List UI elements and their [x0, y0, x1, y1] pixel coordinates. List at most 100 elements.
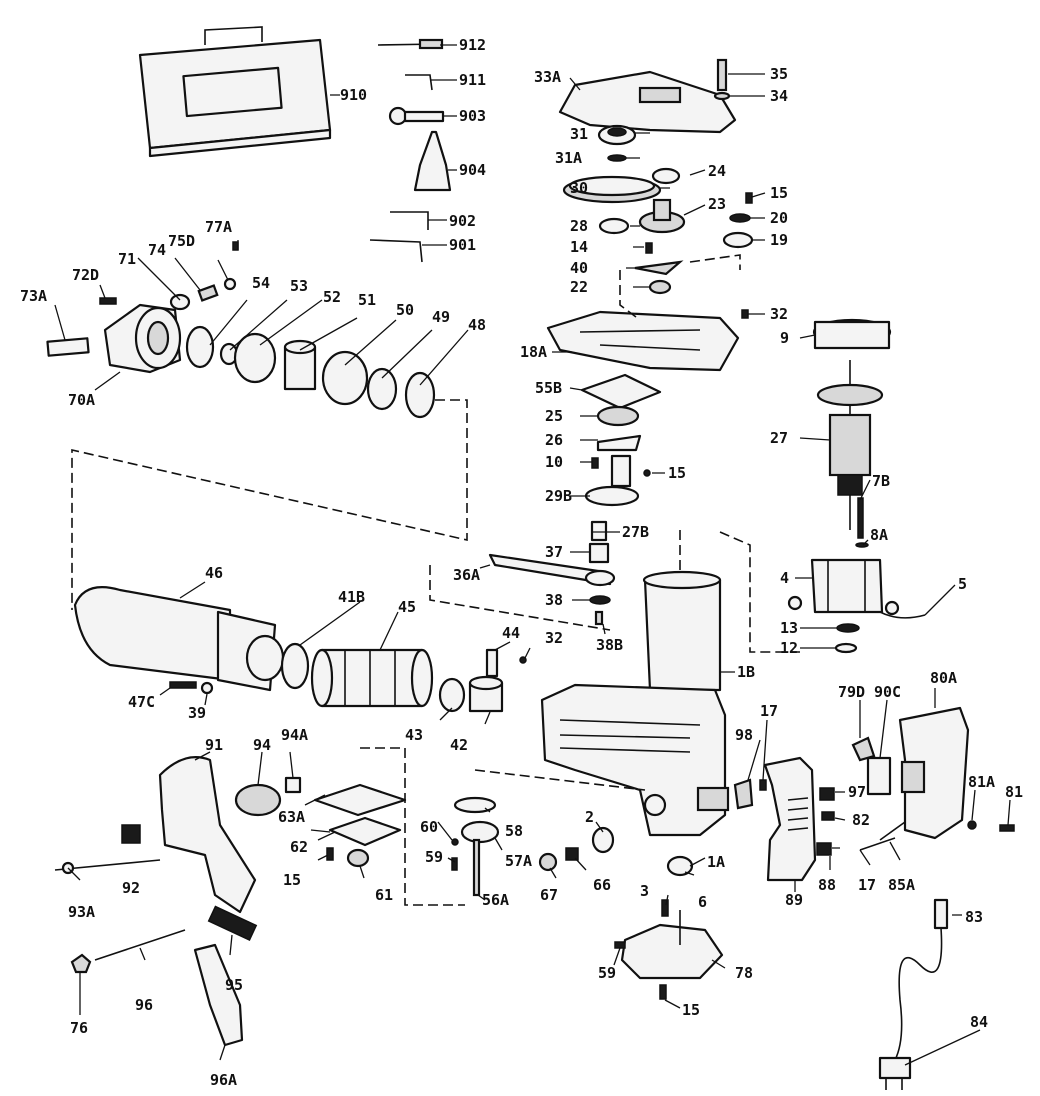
grip-96A: [193, 943, 244, 1047]
label-79D: 79D: [838, 683, 865, 701]
spring-95: [207, 905, 258, 941]
label-32-top: 32: [770, 305, 788, 323]
label-36A: 36A: [453, 566, 480, 584]
label-901: 901: [449, 236, 476, 254]
bolt-73A: [46, 337, 90, 357]
label-92: 92: [122, 879, 140, 897]
label-26: 26: [545, 431, 563, 449]
screw-38B: [594, 610, 604, 626]
label-46: 46: [205, 564, 223, 582]
label-59-base: 59: [598, 964, 616, 982]
plate-40: [634, 260, 684, 276]
label-18A: 18A: [520, 343, 547, 361]
rod-56A: [472, 838, 481, 897]
label-912: 912: [459, 36, 486, 54]
sleeve-51: [283, 339, 317, 391]
cylinder-45: [310, 648, 434, 708]
base-78: [620, 910, 724, 980]
label-15-top: 15: [770, 184, 788, 202]
label-95: 95: [225, 976, 243, 994]
switch-79D: [851, 736, 876, 762]
tool-912: [377, 38, 444, 50]
label-88: 88: [818, 876, 836, 894]
spring-88: [816, 842, 832, 856]
label-76: 76: [70, 1019, 88, 1037]
label-32-mid: 32: [545, 629, 563, 647]
screw-7B: [857, 497, 864, 539]
label-51: 51: [358, 291, 376, 309]
label-9: 9: [780, 329, 789, 347]
assembly-line-front: [71, 399, 468, 610]
label-14: 14: [570, 238, 588, 256]
pin-44: [485, 648, 499, 678]
label-74: 74: [148, 241, 166, 259]
clamp-94: [234, 783, 282, 817]
ring-49: [366, 367, 398, 411]
label-97: 97: [848, 783, 866, 801]
assembly-line-base: [360, 747, 465, 906]
screw-15-base: [659, 984, 667, 1000]
ring-77A: [223, 241, 239, 291]
label-34: 34: [770, 87, 788, 105]
label-6: 6: [698, 893, 707, 911]
label-10: 27: [770, 429, 788, 447]
label-31: 31: [570, 125, 588, 143]
label-71: 71: [118, 250, 136, 268]
label-59-low: 59: [425, 848, 443, 866]
screw-59-base: [614, 941, 626, 949]
part-labels: 912 911 910 903 904 902 901 33A 35 34 31…: [20, 36, 1023, 1089]
label-7B: 7B: [872, 472, 890, 490]
label-75D: 75D: [168, 232, 195, 250]
screw-15-mid: [591, 457, 599, 469]
wire-17-low: [859, 837, 896, 851]
armature-10: [816, 360, 884, 530]
fan-cover-9: [812, 318, 892, 350]
label-15-base: 15: [682, 1001, 700, 1019]
label-72D: 72D: [72, 266, 99, 284]
label-96: 96: [135, 996, 153, 1014]
label-20: 20: [770, 209, 788, 227]
ring-43: [438, 677, 466, 713]
washer-20: [729, 213, 751, 223]
assembly-line-gear: [619, 254, 741, 321]
label-49: 49: [432, 308, 450, 326]
label-58: 58: [505, 822, 523, 840]
label-91: 91: [205, 736, 223, 754]
label-54: 54: [252, 274, 270, 292]
bearing-24: [651, 167, 681, 185]
crankshaft-27: [584, 454, 640, 507]
bearing-22: [648, 279, 672, 295]
label-25: 25: [545, 407, 563, 425]
washer-39: [200, 681, 214, 695]
label-66: 66: [593, 876, 611, 894]
label-57A: 57A: [505, 852, 532, 870]
label-12: 12: [780, 639, 798, 657]
label-903: 903: [459, 107, 486, 125]
label-1B: 1B: [737, 663, 755, 681]
nut-94A: [284, 776, 302, 794]
washer-6: [666, 855, 694, 877]
washer-34: [713, 91, 731, 101]
label-3: 3: [640, 882, 649, 900]
label-40: 40: [570, 259, 588, 277]
label-62: 62: [290, 838, 308, 856]
label-93A: 93A: [68, 903, 95, 921]
screw-14: [645, 242, 653, 254]
label-2: 2: [585, 808, 594, 826]
label-50: 50: [396, 301, 414, 319]
label-911: 911: [459, 71, 486, 89]
screw-15-low: [326, 847, 334, 861]
field-coil-4: [810, 558, 884, 614]
label-81A: 81A: [968, 773, 995, 791]
cap-67: [538, 852, 558, 872]
bolt-47C: [169, 681, 197, 689]
label-48: 48: [468, 316, 486, 334]
top-cover-33A: [558, 70, 737, 134]
label-15-low: 15: [283, 871, 301, 889]
ring-41B: [280, 642, 310, 690]
label-80A: 80A: [930, 669, 957, 687]
label-55B: 55B: [535, 379, 562, 397]
gasket-63A: [313, 783, 407, 817]
gear-23: [638, 198, 686, 234]
